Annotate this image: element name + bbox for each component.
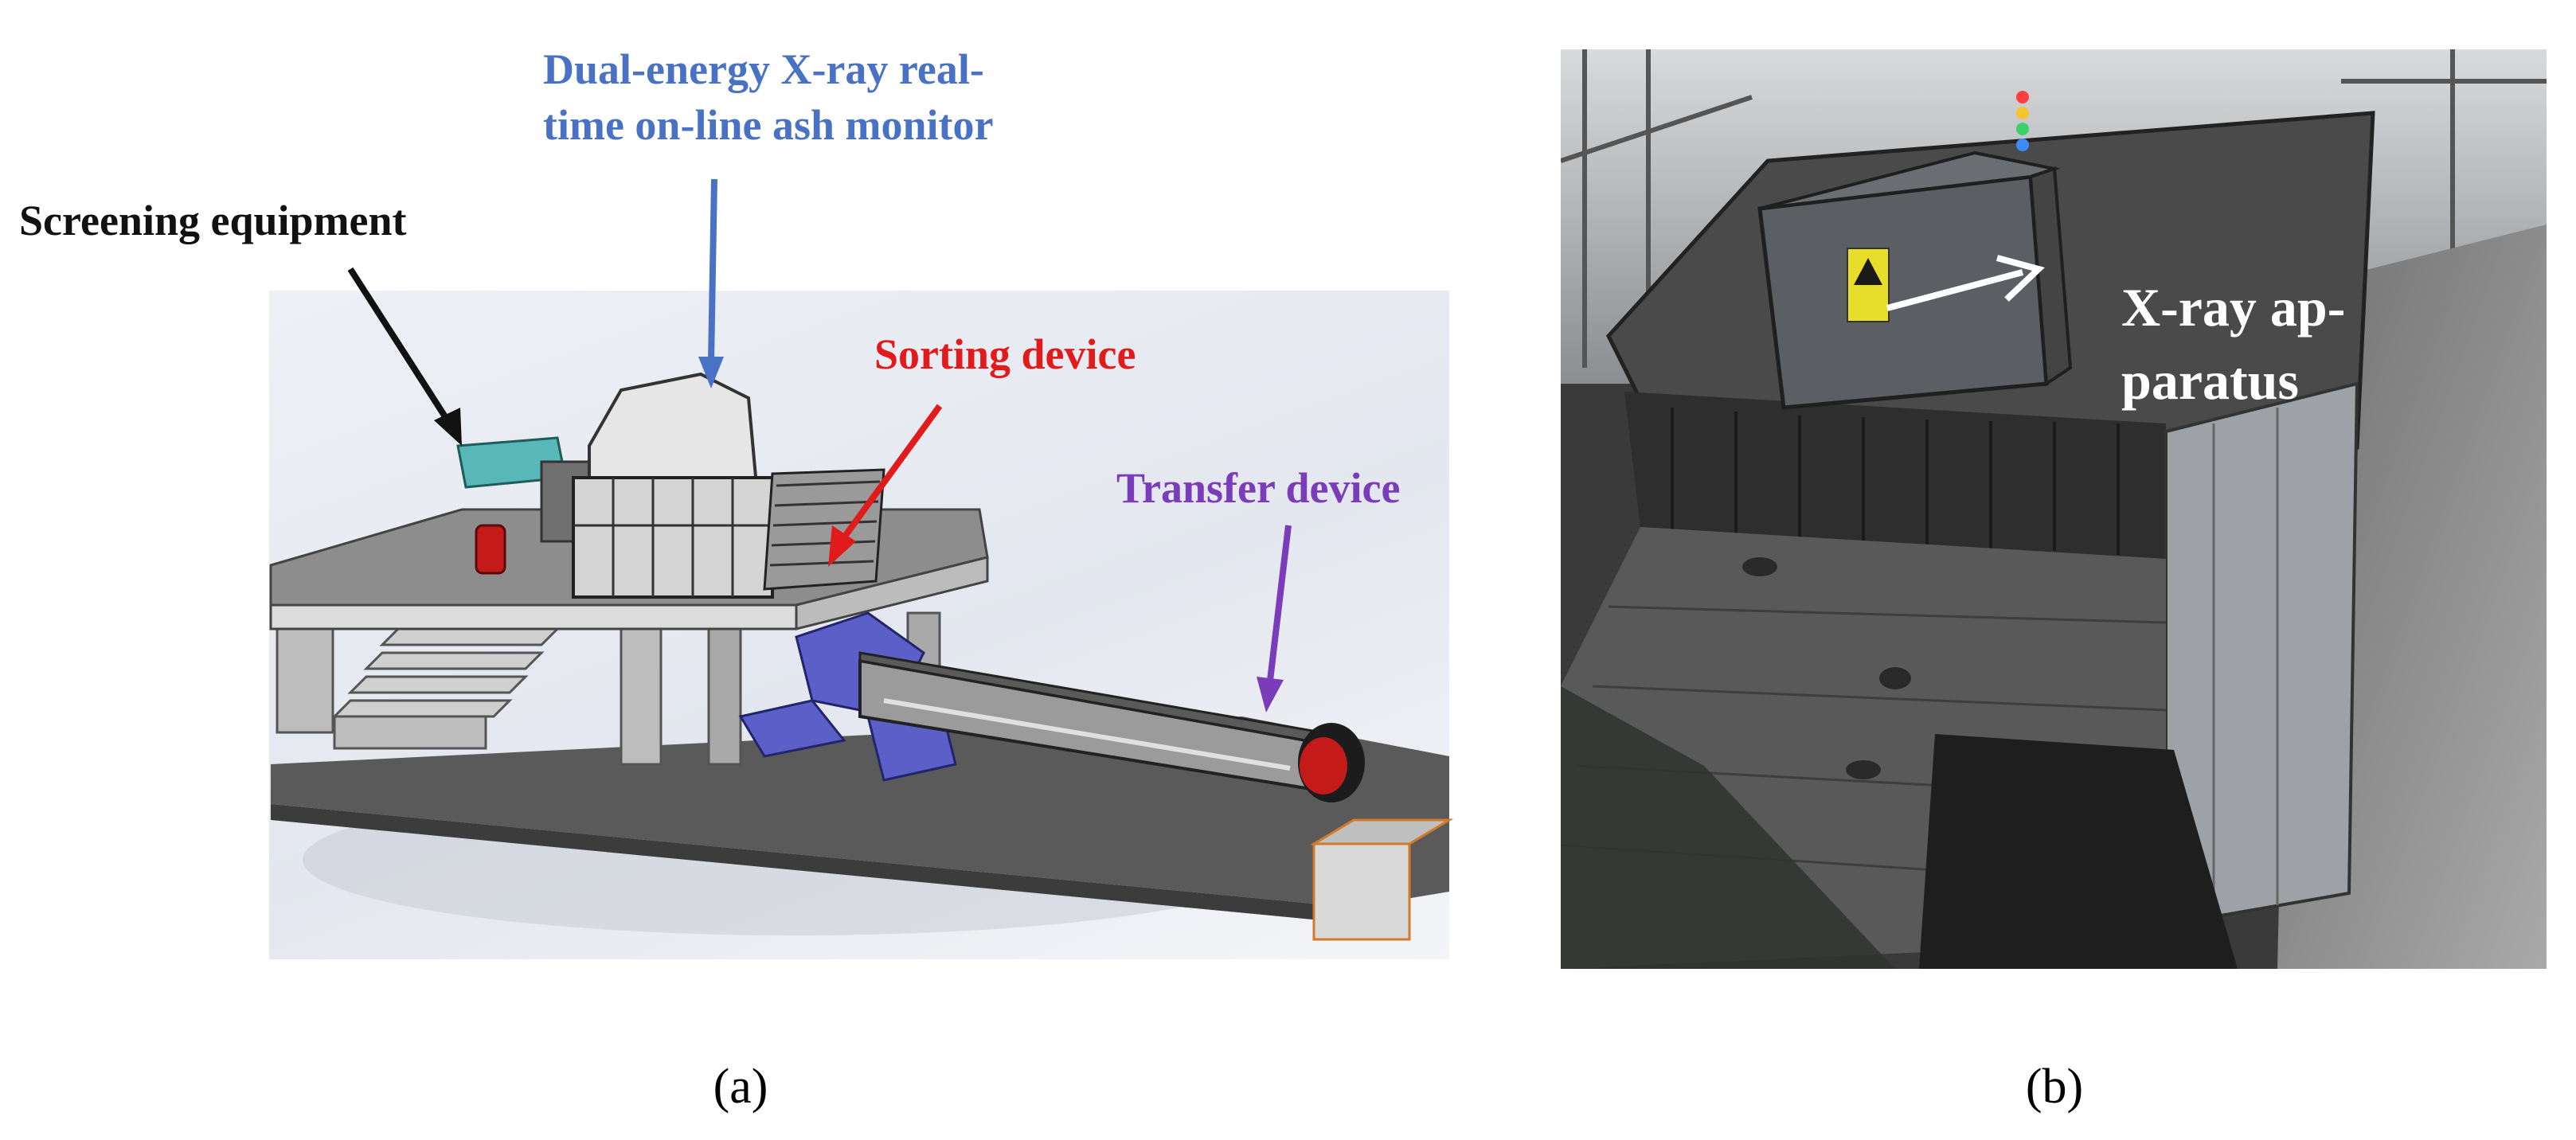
arrow-xray-apparatus-head: [1996, 255, 2045, 302]
side-cabinet-panels: [2212, 408, 2279, 917]
arrow-transfer-head: [1257, 677, 1284, 712]
cad-drawing: [269, 178, 1454, 941]
monitor-housing-frame: [573, 478, 772, 597]
conveyor-pulley-red: [1300, 737, 1347, 794]
arrow-xray-monitor-head: [698, 357, 724, 388]
arrow-screening-head: [434, 408, 462, 446]
platform-deck-side: [795, 556, 989, 631]
photo-drawing: [1561, 49, 2547, 969]
pit-box-top: [1309, 818, 1454, 845]
panel-b-photograph: X-ray ap- paratus: [1545, 0, 2576, 1140]
arrow-sorting: [841, 404, 943, 540]
photo-frame: X-ray ap- paratus: [1561, 49, 2547, 969]
callout-xray-monitor: Dual-energy X-ray real- time on-line ash…: [543, 41, 993, 153]
brush-curtain-strands: [1671, 408, 2120, 555]
radiation-warning-icon: [1854, 258, 1882, 285]
dark-pit: [1919, 734, 2238, 969]
callout-xray-monitor-line1: Dual-energy X-ray real-: [543, 45, 984, 93]
xray-apparatus-box: [1757, 174, 2049, 410]
arrow-xray-apparatus: [1886, 269, 2024, 311]
stairs-base: [333, 715, 487, 750]
red-component: [475, 524, 506, 575]
signal-light-red: [2016, 91, 2029, 103]
background-railings: [1561, 49, 2547, 368]
signal-light-green: [2016, 123, 2029, 135]
callout-sorting-device: Sorting device: [874, 330, 1136, 378]
arrow-sorting-head: [828, 525, 856, 567]
xray-apparatus-box-side: [2028, 166, 2073, 387]
platform-leg: [620, 627, 663, 766]
signal-light-yellow: [2016, 107, 2029, 119]
arrow-screening: [347, 267, 449, 420]
monitor-housing-roof: [588, 372, 759, 496]
platform-leg: [707, 627, 742, 766]
platform-deck-front: [269, 603, 798, 631]
callout-xray-apparatus-line2: paratus: [2121, 350, 2299, 411]
sorting-device-slats: [769, 480, 881, 567]
panel-a-cad-rendering: Dual-energy X-ray real- time on-line ash…: [19, 41, 1454, 1114]
callout-xray-monitor-line2: time on-line ash monitor: [543, 101, 994, 149]
callout-transfer-device: Transfer device: [1116, 464, 1401, 512]
subfigure-label-a: (a): [713, 1060, 768, 1114]
callout-xray-apparatus: X-ray ap- paratus: [2121, 271, 2345, 417]
signal-light-blue: [2016, 139, 2029, 151]
arrow-xray-monitor: [708, 178, 717, 363]
brush-curtain: [1624, 392, 2166, 559]
foreground-blur: [1561, 686, 1895, 969]
monitor-housing: [572, 476, 774, 599]
sorting-device: [763, 468, 885, 591]
callout-screening-equipment: Screening equipment: [19, 197, 407, 244]
conveyor-belt: [883, 698, 1291, 771]
pit-box: [1312, 842, 1411, 941]
subfigure-label-b: (b): [2025, 1060, 2084, 1114]
floor-slab-edge: [271, 804, 1354, 923]
arrow-transfer: [1267, 525, 1292, 681]
callout-xray-apparatus-line1: X-ray ap-: [2121, 277, 2346, 338]
